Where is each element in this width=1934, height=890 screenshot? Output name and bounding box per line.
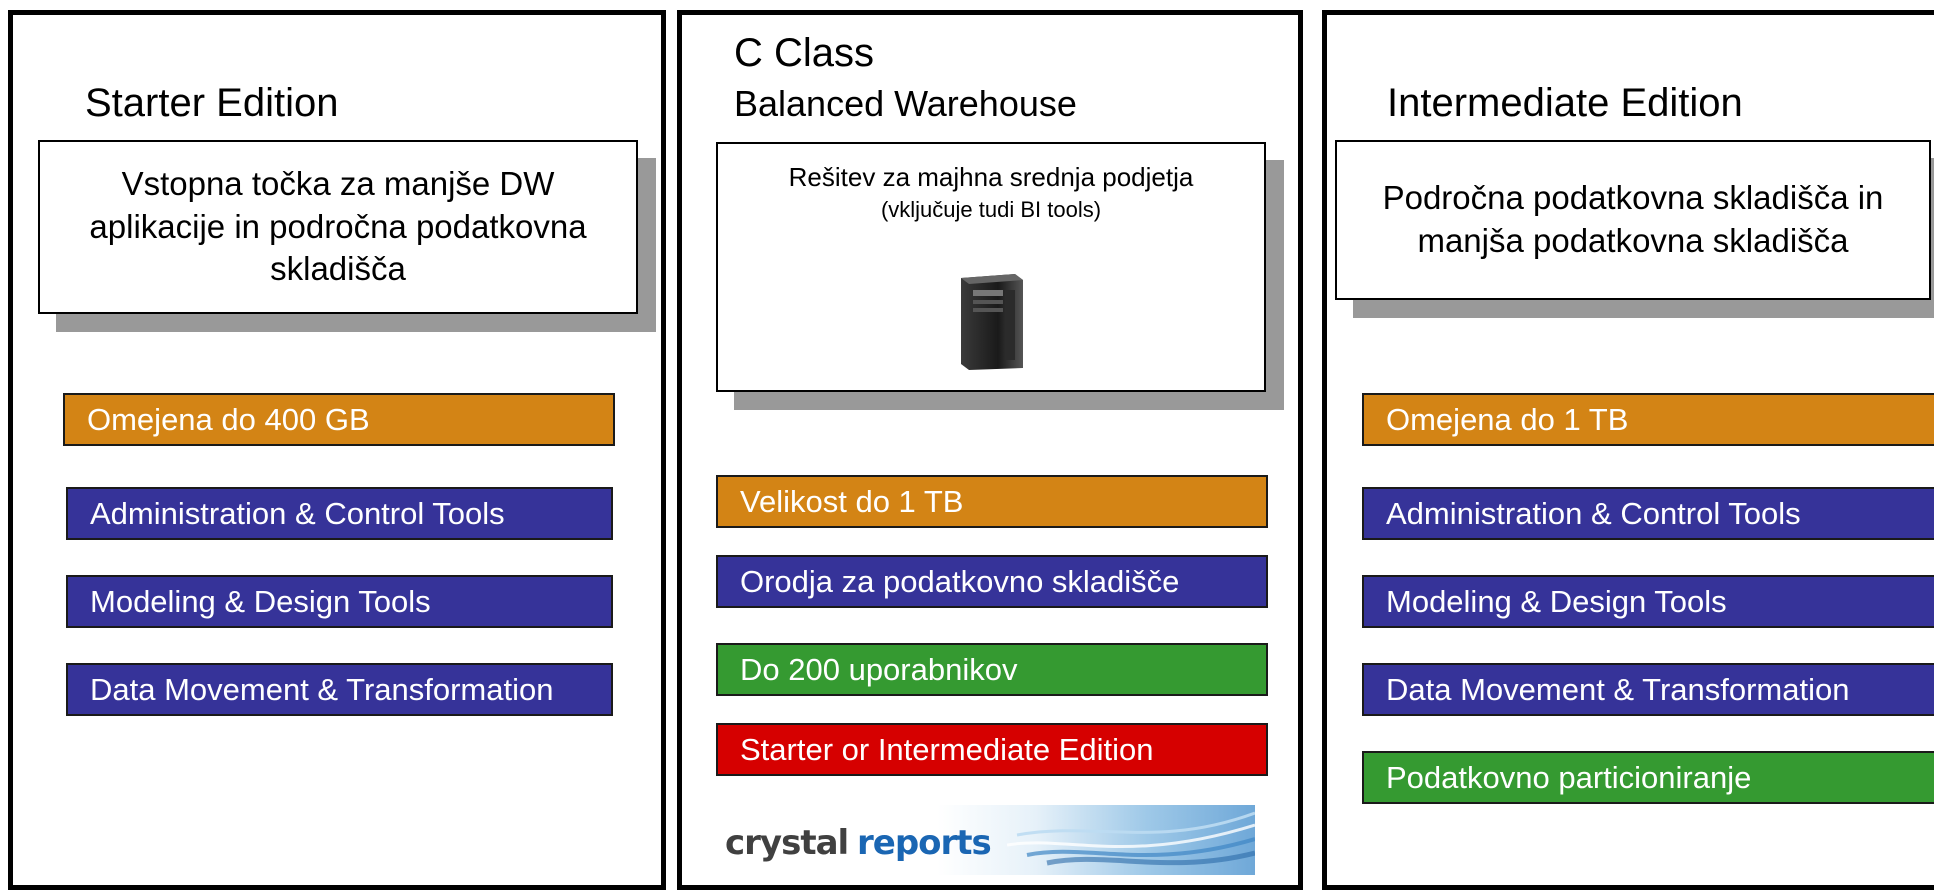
- starter-edition-description: Vstopna točka za manjše DW aplikacije in…: [38, 140, 638, 314]
- c-class-panel: C Class Balanced Warehouse Rešitev za ma…: [677, 10, 1303, 890]
- intermediate-admin-tools-bar: Administration & Control Tools: [1362, 487, 1934, 540]
- starter-data-movement-bar: Data Movement & Transformation: [66, 663, 613, 716]
- c-class-capacity-bar: Velikost do 1 TB: [716, 475, 1268, 528]
- starter-edition-title: Starter Edition: [85, 81, 339, 125]
- intermediate-capacity-bar: Omejena do 1 TB: [1362, 393, 1934, 446]
- starter-capacity-bar: Omejena do 400 GB: [63, 393, 615, 446]
- crystal-swoosh-graphic: [1007, 811, 1255, 866]
- c-class-tools-bar: Orodja za podatkovno skladišče: [716, 555, 1268, 608]
- crystal-reports-logo-word2: reports: [857, 823, 992, 863]
- starter-edition-panel: Starter Edition Vstopna točka za manjše …: [8, 10, 666, 890]
- crystal-reports-logo: crystal reports: [707, 805, 1255, 875]
- crystal-reports-logo-word1: crystal: [725, 823, 849, 863]
- starter-modeling-tools-bar: Modeling & Design Tools: [66, 575, 613, 628]
- starter-admin-tools-bar: Administration & Control Tools: [66, 487, 613, 540]
- intermediate-edition-description: Področna podatkovna skladišča in manjša …: [1335, 140, 1931, 300]
- intermediate-data-movement-bar: Data Movement & Transformation: [1362, 663, 1934, 716]
- balanced-warehouse-title: Balanced Warehouse: [734, 83, 1077, 124]
- c-class-title: C Class: [734, 31, 875, 75]
- intermediate-partitioning-bar: Podatkovno particioniranje: [1362, 751, 1934, 804]
- c-class-description-sub: (vključuje tudi BI tools): [880, 197, 1102, 222]
- c-class-users-bar: Do 200 uporabnikov: [716, 643, 1268, 696]
- intermediate-edition-title: Intermediate Edition: [1387, 81, 1743, 125]
- c-class-edition-bar: Starter or Intermediate Edition: [716, 723, 1268, 776]
- intermediate-modeling-tools-bar: Modeling & Design Tools: [1362, 575, 1934, 628]
- server-tower-icon: [961, 274, 1023, 370]
- intermediate-edition-panel: Intermediate Edition Področna podatkovna…: [1322, 10, 1934, 890]
- c-class-description: Rešitev za majhna srednja podjetja (vklj…: [716, 142, 1266, 392]
- c-class-description-main: Rešitev za majhna srednja podjetja: [788, 162, 1194, 192]
